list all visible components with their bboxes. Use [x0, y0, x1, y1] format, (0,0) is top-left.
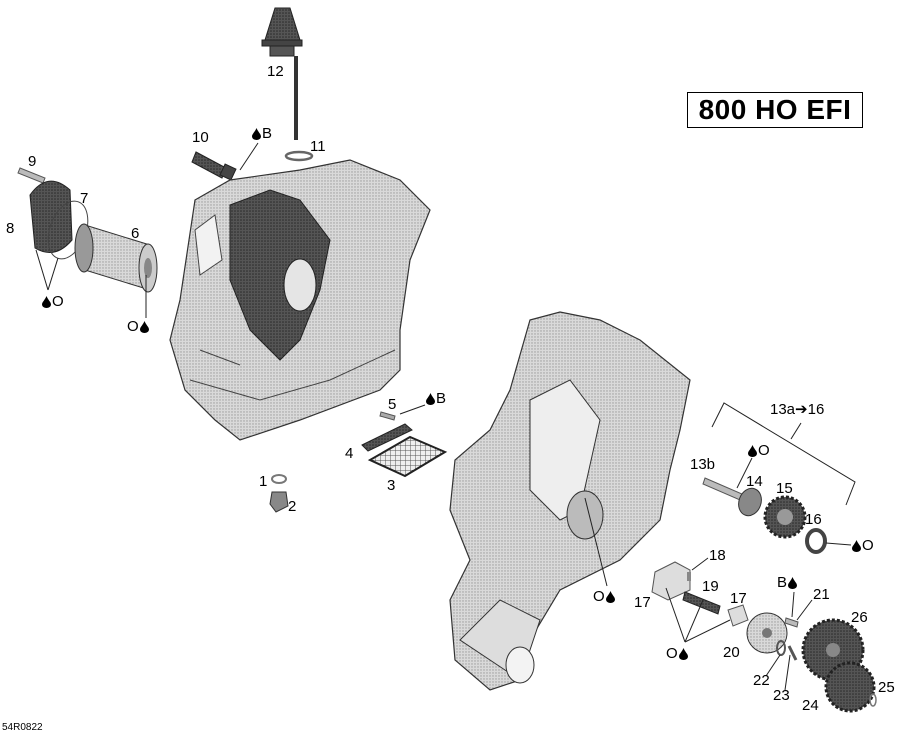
- lube-mark-shaft-13b: O: [748, 443, 770, 458]
- filter-cover-part: [29, 180, 73, 253]
- callout-13b[interactable]: 13b: [690, 456, 716, 473]
- lube-letter: O: [127, 318, 139, 335]
- lube-mark-screw-5: B: [426, 391, 446, 406]
- callout-16[interactable]: 16: [805, 511, 822, 528]
- callout-17b[interactable]: 17: [730, 590, 747, 607]
- lube-mark-pump-parts: O: [666, 646, 688, 661]
- oil-drop-icon: [252, 127, 261, 140]
- callout-4[interactable]: 4: [345, 445, 354, 462]
- callout-19[interactable]: 19: [702, 578, 719, 595]
- lube-letter: B: [777, 574, 788, 591]
- callout-20[interactable]: 20: [723, 644, 740, 661]
- callout-14[interactable]: 14: [746, 473, 763, 490]
- callout-18[interactable]: 18: [709, 547, 726, 564]
- oil-drop-icon: [426, 392, 435, 405]
- callout-23[interactable]: 23: [773, 687, 790, 704]
- model-title-box: 800 HO EFI: [687, 92, 863, 128]
- callout-10[interactable]: 10: [192, 129, 209, 146]
- lube-letter: O: [758, 442, 770, 459]
- lube-letter: B: [436, 390, 447, 407]
- lube-letter: B: [262, 125, 273, 142]
- callout-24[interactable]: 24: [802, 697, 819, 714]
- callout-21[interactable]: 21: [813, 586, 830, 603]
- oil-drop-icon: [605, 590, 615, 603]
- callout-1[interactable]: 1: [259, 473, 268, 490]
- lube-letter: O: [593, 588, 605, 605]
- oil-drop-icon: [748, 444, 757, 457]
- callout-2[interactable]: 2: [288, 498, 297, 515]
- o-ring-part: [284, 150, 314, 162]
- crankcase-left-part: [169, 159, 431, 441]
- lube-letter: O: [862, 537, 874, 554]
- lube-mark-filter: O: [127, 319, 149, 334]
- lube-mark-sensor: B: [252, 126, 272, 141]
- callout-8[interactable]: 8: [6, 220, 15, 237]
- oil-drop-icon: [852, 539, 861, 552]
- callout-26[interactable]: 26: [851, 609, 868, 626]
- callout-11[interactable]: 11: [310, 138, 326, 155]
- lube-mark-filter-cover: O: [42, 294, 64, 309]
- lube-mark-crankcase: O: [593, 589, 615, 604]
- callout-3[interactable]: 3: [387, 477, 396, 494]
- oil-drop-icon: [42, 295, 51, 308]
- lube-letter: O: [666, 645, 678, 662]
- callout-22[interactable]: 22: [753, 672, 770, 689]
- reference-code: 54R0822: [2, 722, 43, 733]
- callout-7[interactable]: 7: [80, 190, 89, 207]
- oil-pressure-sensor-part: [191, 151, 237, 181]
- lube-letter: O: [52, 293, 64, 310]
- lube-mark-screw-21: B: [777, 574, 798, 591]
- dipstick-part: [261, 7, 303, 140]
- oil-drop-icon: [788, 576, 798, 589]
- oil-drop-icon: [678, 647, 688, 660]
- callout-9[interactable]: 9: [28, 153, 37, 170]
- oil-filter-part: [74, 223, 158, 293]
- callout-5[interactable]: 5: [388, 396, 397, 413]
- lube-mark-seal-16: O: [852, 538, 874, 553]
- oil-drop-icon: [139, 320, 149, 333]
- crankcase-right-part: [449, 311, 691, 691]
- callout-13a-16[interactable]: 13a➔16: [770, 401, 825, 418]
- callout-15[interactable]: 15: [776, 480, 793, 497]
- callout-12[interactable]: 12: [267, 63, 284, 80]
- callout-17a[interactable]: 17: [634, 594, 651, 611]
- callout-25[interactable]: 25: [878, 679, 895, 696]
- callout-6[interactable]: 6: [131, 225, 140, 242]
